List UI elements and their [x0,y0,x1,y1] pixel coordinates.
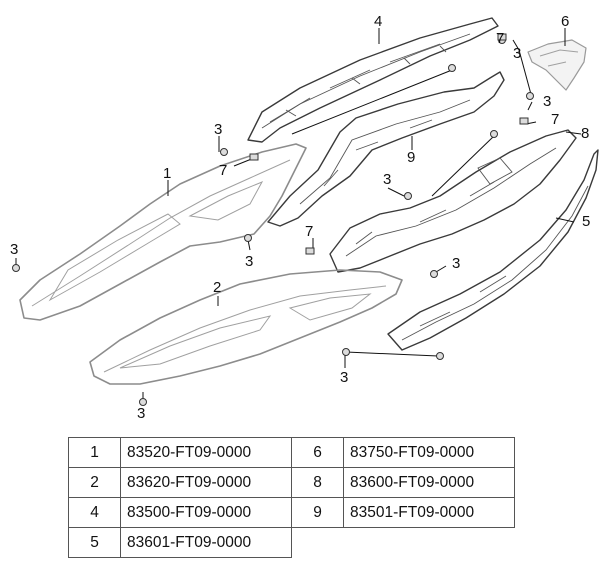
callout-5: 5 [582,213,590,230]
callout-7: 7 [219,162,227,179]
part-number-code: 83620-FT09-0000 [120,467,292,498]
callout-4: 4 [374,13,382,30]
part-number-code: 83520-FT09-0000 [120,437,292,468]
callout-1: 1 [163,165,171,182]
callout-3: 3 [383,171,391,188]
callout-3: 3 [513,45,521,62]
part-number-code: 83601-FT09-0000 [120,527,292,558]
callout-2: 2 [213,279,221,296]
part-number-index: 8 [291,467,344,498]
callout-3: 3 [137,405,145,422]
fasteners [12,33,534,406]
part-2-right-side-cover [89,269,403,385]
callout-3: 3 [452,255,460,272]
callout-8: 8 [581,125,589,142]
callout-7: 7 [496,30,504,47]
part-number-code: 83500-FT09-0000 [120,497,292,528]
part-4-rear-top-cover [247,17,499,143]
part-number-code [344,528,515,558]
part-6-tail-cover [527,39,587,91]
callout-9: 9 [407,149,415,166]
callout-labels: 4 6 7 3 3 3 7 1 9 3 7 8 5 7 3 3 3 2 3 3 [10,13,590,422]
part-9-inner-panel [267,71,505,227]
part-number-index: 9 [291,497,344,528]
callout-3: 3 [245,253,253,270]
callout-3: 3 [543,93,551,110]
part-number-code: 83600-FT09-0000 [343,467,515,498]
part-number-index: 2 [68,467,121,498]
part-number-index: 5 [68,527,121,558]
part-8-side-panel [329,129,577,273]
callout-3: 3 [214,121,222,138]
callout-6: 6 [561,13,569,30]
part-number-index: 6 [291,437,344,468]
part-number-code: 83501-FT09-0000 [343,497,515,528]
part-number-index: 1 [68,437,121,468]
callout-3: 3 [340,369,348,386]
leader-lines [15,28,582,400]
callout-7: 7 [305,223,313,240]
part-number-index [292,528,344,558]
callout-3: 3 [10,241,18,258]
part-5-lower-side-rail [387,149,599,351]
part-number-code: 83750-FT09-0000 [343,437,515,468]
callout-7: 7 [551,111,559,128]
part-1-left-side-cover [19,143,307,321]
exploded-parts-diagram: 4 6 7 3 3 3 7 1 9 3 7 8 5 7 3 3 3 2 3 3 [10,13,599,422]
part-number-index: 4 [68,497,121,528]
